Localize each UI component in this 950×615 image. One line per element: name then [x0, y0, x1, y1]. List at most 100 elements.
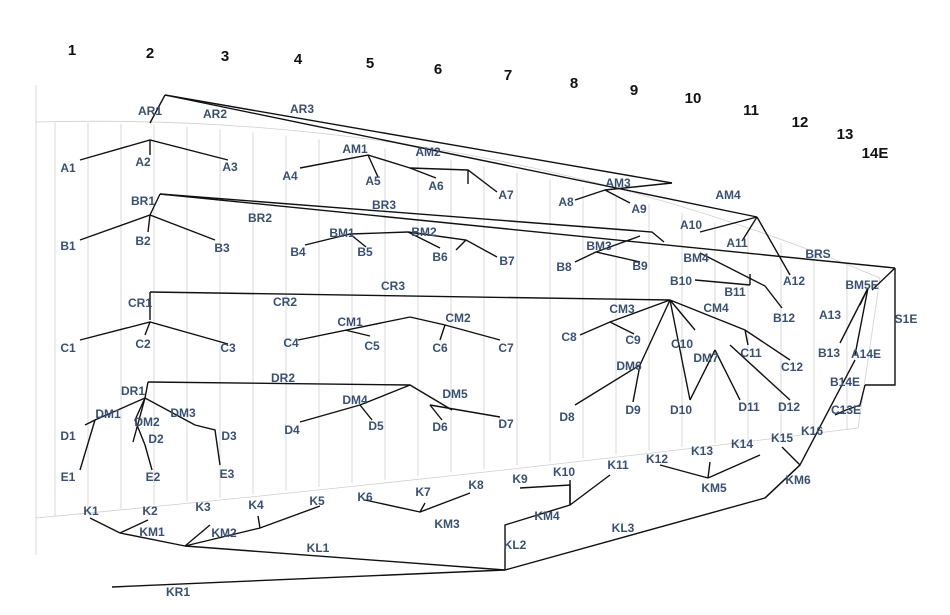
node-label-km3: KM3	[434, 517, 460, 531]
connection-line	[444, 324, 501, 341]
connection-line	[669, 299, 696, 331]
node-label-dm2: DM2	[134, 415, 160, 429]
connection-line	[409, 316, 446, 341]
node-label-s1e: S1E	[895, 312, 918, 326]
connection-line	[429, 404, 443, 421]
node-label-dm7: DM7	[693, 351, 719, 365]
node-label-d6: D6	[432, 420, 448, 434]
node-label-a7: A7	[498, 188, 514, 202]
node-label-a6: A6	[428, 179, 444, 193]
connection-line	[429, 404, 501, 418]
node-label-k5: K5	[309, 494, 325, 508]
node-label-cm2: CM2	[445, 311, 471, 325]
connection-line	[604, 182, 673, 191]
background-grid	[35, 85, 881, 555]
node-label-ar2: AR2	[203, 107, 227, 121]
connection-line	[781, 446, 801, 466]
node-label-a2: A2	[135, 155, 151, 169]
node-label-b14e: B14E	[830, 375, 860, 389]
node-label-kl1: KL1	[307, 541, 330, 555]
outline-right	[857, 277, 881, 429]
connection-line	[134, 397, 153, 471]
connection-line	[689, 349, 716, 401]
connection-line	[89, 517, 121, 534]
node-label-cr1: CR1	[128, 296, 152, 310]
connection-line	[714, 349, 741, 401]
node-label-km1: KM1	[139, 525, 165, 539]
connection-line	[299, 404, 373, 423]
outline-bottom	[35, 427, 859, 519]
connection-line	[111, 569, 506, 588]
node-label-c1: C1	[60, 341, 76, 355]
connection-line	[259, 505, 321, 529]
node-label-k14: K14	[731, 437, 753, 451]
connection-line	[741, 216, 758, 242]
node-label-kl2: KL2	[504, 538, 527, 552]
node-label-ar3: AR3	[290, 102, 314, 116]
connection-line	[297, 316, 411, 341]
node-label-am1: AM1	[342, 142, 368, 156]
node-label-cr2: CR2	[273, 295, 297, 309]
node-label-dm4: DM4	[342, 393, 368, 407]
node-label-km2: KM2	[211, 526, 237, 540]
node-label-c4: C4	[283, 336, 299, 350]
node-label-c2: C2	[135, 337, 151, 351]
column-number: 11	[743, 102, 759, 119]
node-label-d8: D8	[559, 410, 575, 424]
node-label-cr3: CR3	[381, 279, 405, 293]
node-label-e3: E3	[220, 467, 235, 481]
connection-line	[164, 94, 758, 218]
node-label-dr2: DR2	[271, 371, 295, 385]
node-label-k9: K9	[512, 472, 528, 486]
connection-line	[455, 239, 467, 251]
connection-line	[729, 344, 791, 401]
node-label-km4: KM4	[534, 509, 560, 523]
node-label-b2: B2	[135, 234, 151, 248]
connection-line	[669, 299, 691, 401]
connection-line	[119, 532, 186, 547]
connection-line	[764, 464, 801, 499]
column-number: 4	[294, 51, 303, 68]
node-label-a8: A8	[558, 195, 574, 209]
node-label-brs: BRS	[805, 247, 830, 261]
node-label-c11: C11	[740, 346, 762, 360]
connection-line	[149, 291, 671, 301]
connection-line	[144, 381, 149, 399]
node-label-b8: B8	[556, 260, 572, 274]
connection-line	[632, 364, 641, 403]
node-label-c8: C8	[561, 330, 577, 344]
node-label-bm1: BM1	[329, 226, 355, 240]
connection-line	[159, 193, 896, 269]
node-label-dm3: DM3	[170, 406, 196, 420]
node-label-a1: A1	[60, 161, 76, 175]
node-label-dm1: DM1	[95, 407, 121, 421]
node-label-b11: B11	[724, 285, 746, 299]
outline-top-curve	[35, 120, 881, 279]
node-label-a10: A10	[680, 218, 702, 232]
node-label-d2: D2	[148, 432, 164, 446]
node-label-c10: C10	[671, 337, 693, 351]
connection-line	[744, 329, 791, 361]
node-label-dm6: DM6	[616, 359, 642, 373]
connection-line	[854, 287, 869, 356]
connection-line	[194, 424, 221, 466]
column-number: 3	[221, 48, 229, 65]
node-label-k10: K10	[553, 465, 575, 479]
node-label-d4: D4	[284, 423, 300, 437]
node-label-bm4: BM4	[683, 251, 709, 265]
node-label-kr1: KR1	[166, 585, 190, 599]
node-label-am2: AM2	[415, 145, 441, 159]
node-label-e1: E1	[61, 470, 76, 484]
connection-line	[144, 321, 151, 336]
node-label-k13: K13	[691, 444, 713, 458]
column-number: 5	[366, 55, 374, 72]
node-label-b6: B6	[432, 250, 448, 264]
connection-line	[149, 193, 161, 216]
column-number: 2	[146, 45, 154, 62]
node-label-k3: K3	[195, 500, 211, 514]
node-label-b12: B12	[773, 311, 795, 325]
node-label-k7: K7	[415, 485, 431, 499]
node-label-b3: B3	[214, 241, 230, 255]
